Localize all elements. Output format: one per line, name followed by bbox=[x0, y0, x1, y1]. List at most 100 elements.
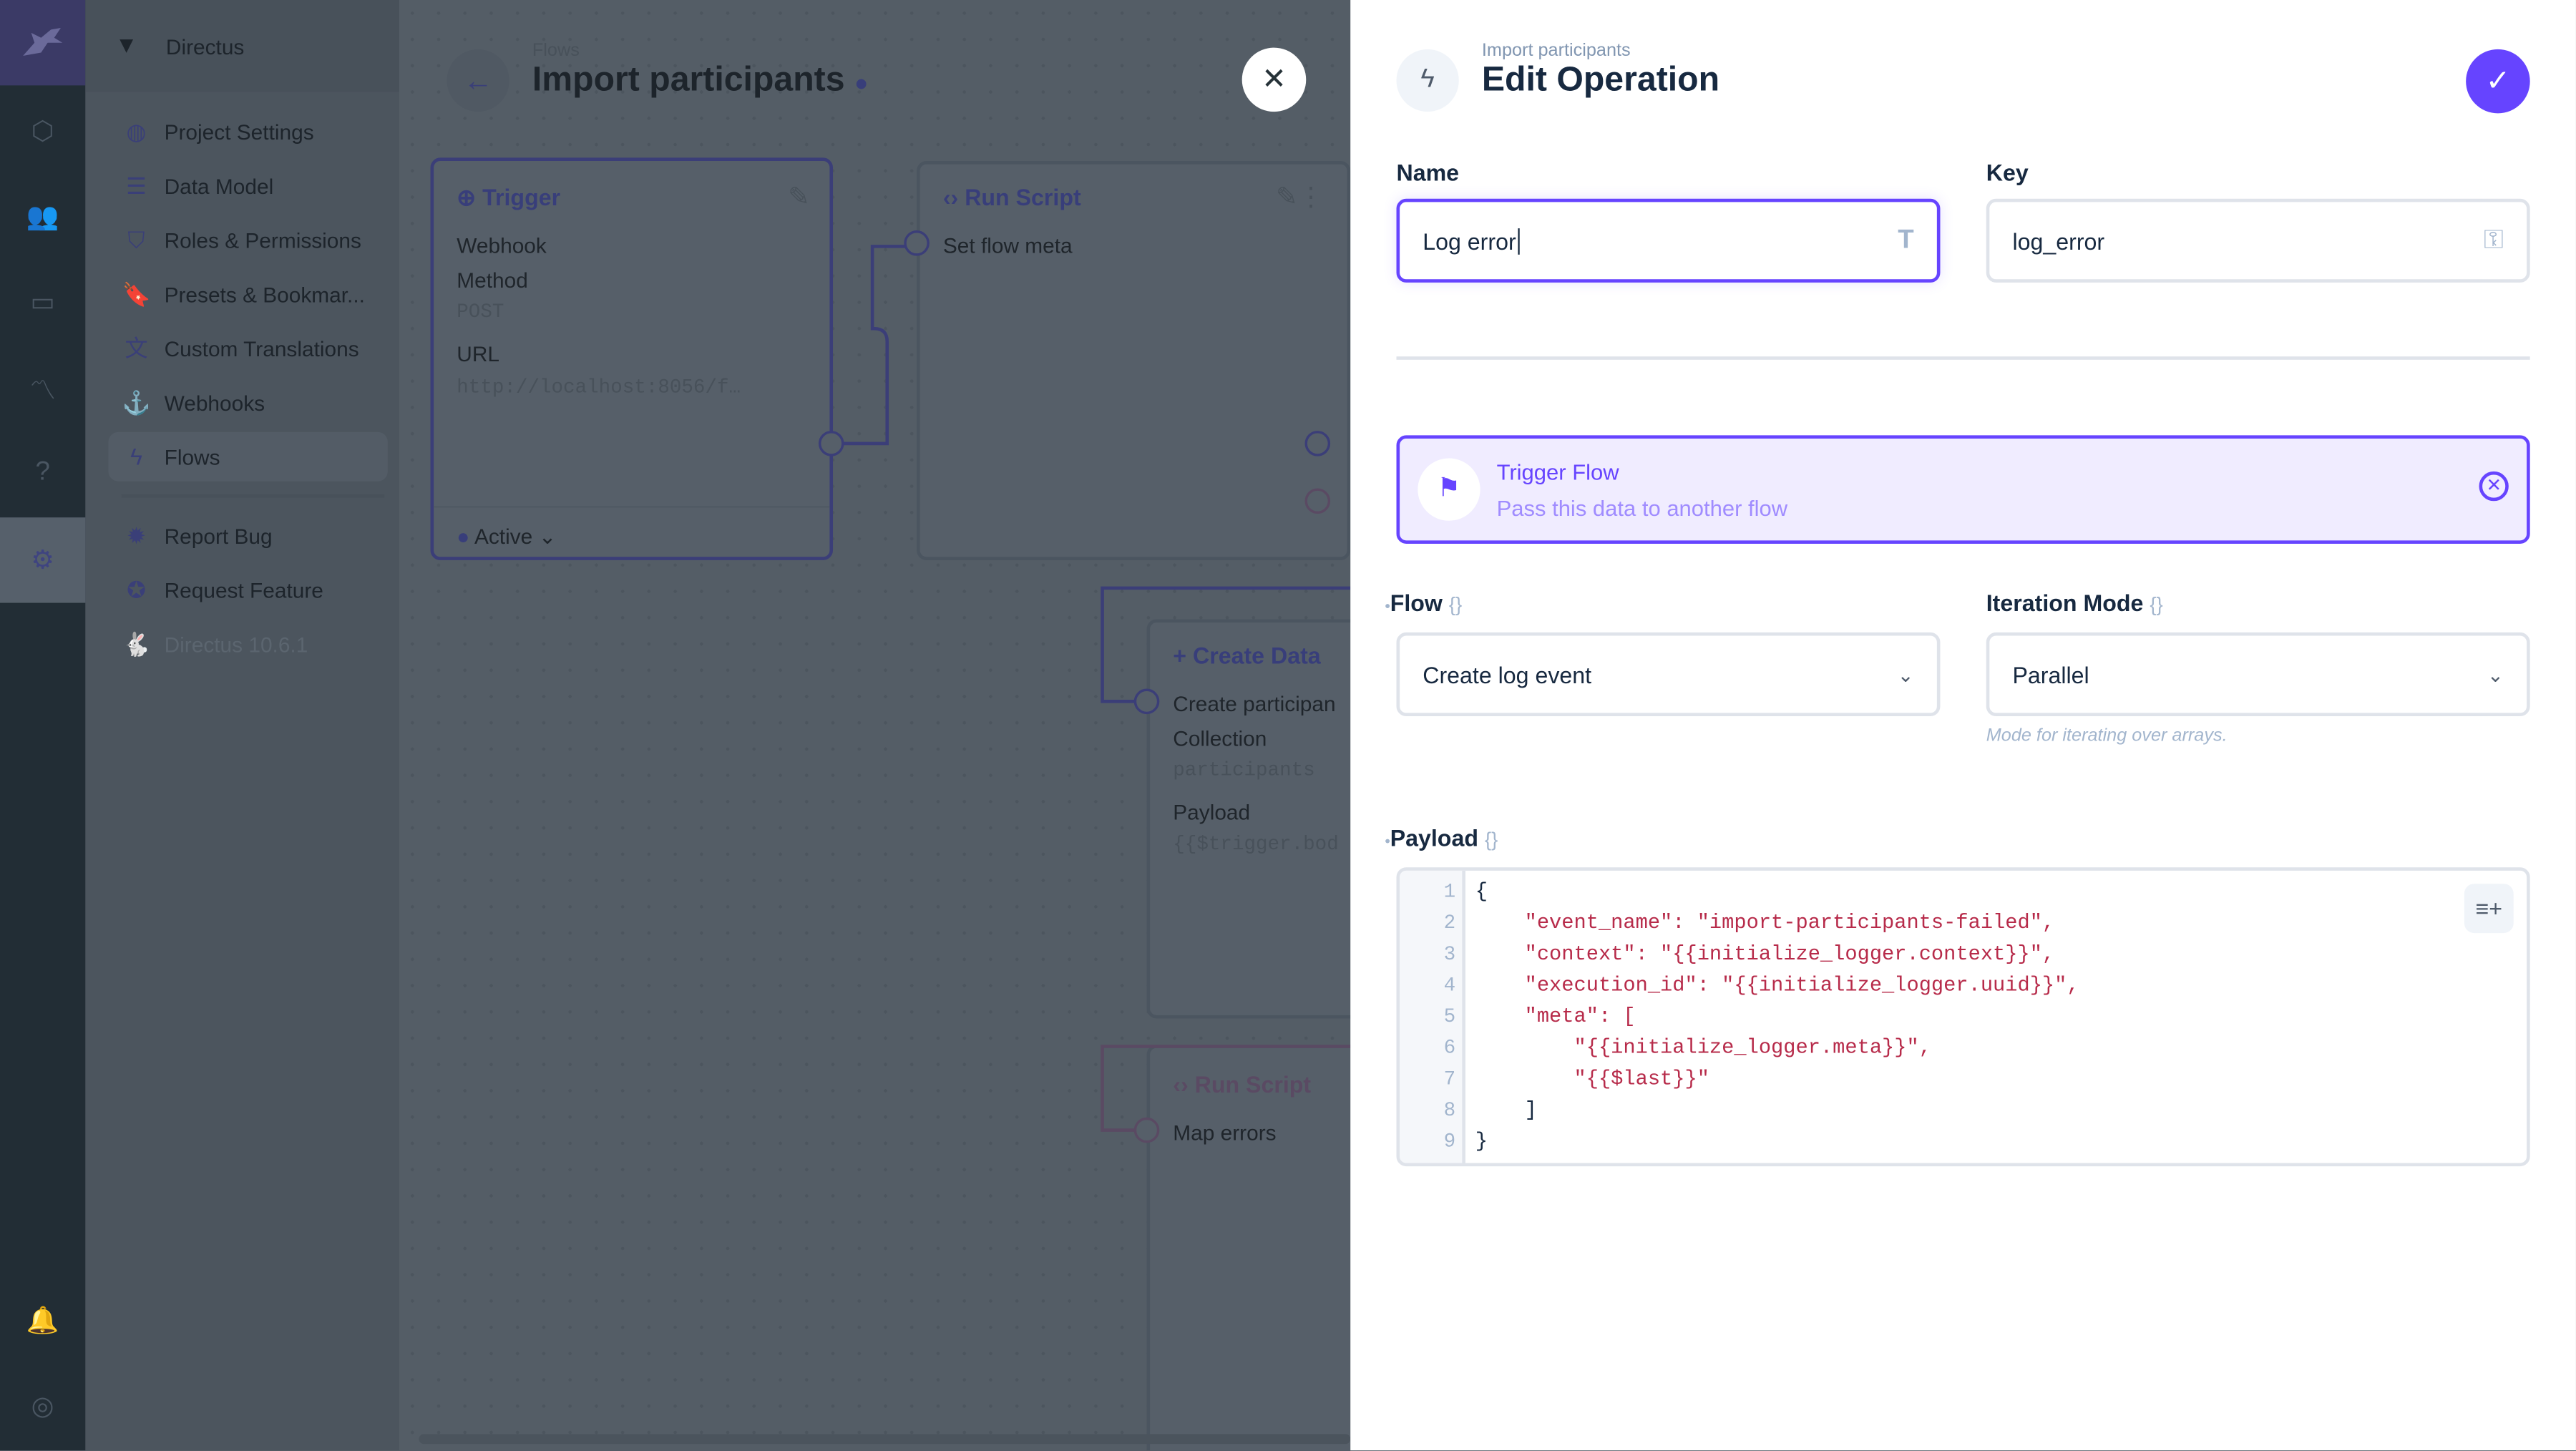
files-icon[interactable]: ▭ bbox=[30, 289, 56, 318]
anchor-icon: ⚓ bbox=[122, 388, 151, 415]
settings-icon[interactable]: ⚙ bbox=[0, 517, 86, 603]
nav-label: Flows bbox=[164, 444, 220, 469]
directus-logo[interactable] bbox=[0, 0, 86, 86]
line-number: 9 bbox=[1443, 1130, 1456, 1153]
line-number: 2 bbox=[1443, 912, 1456, 935]
chevron-down-icon: ⌄ bbox=[1897, 663, 1914, 686]
key-value: log_error bbox=[2012, 227, 2105, 254]
breadcrumb: Flows bbox=[532, 41, 580, 61]
verified-icon: ✪ bbox=[127, 575, 147, 602]
run-script-title: ‹› Run Script bbox=[942, 184, 1081, 210]
nav-item-request-feature[interactable]: ✪Request Feature bbox=[109, 565, 388, 615]
module-bar: ⬡ 👥 ▭ 〽 ? ⚙ 🔔 ◎ bbox=[0, 0, 86, 1451]
bug-icon: ✹ bbox=[127, 521, 147, 548]
operation-name: Map errors bbox=[1173, 1120, 1277, 1145]
drawer-title: Edit Operation bbox=[1481, 60, 1720, 99]
collection-value: participants bbox=[1173, 758, 1315, 782]
payload-value: {{$trigger.bod bbox=[1173, 833, 1339, 856]
line-gutter: 1 2 3 4 5 6 7 8 9 bbox=[1400, 870, 1465, 1163]
edit-icon[interactable]: ✎ bbox=[788, 184, 810, 212]
nav-item-webhooks[interactable]: ⚓ Webhooks bbox=[109, 378, 388, 427]
nav-item-presets[interactable]: 🔖Presets & Bookmar... bbox=[109, 270, 388, 319]
iteration-label: Iteration Mode {} bbox=[1986, 590, 2163, 616]
method-value: POST bbox=[457, 301, 504, 324]
project-header[interactable]: ▼ Directus bbox=[85, 0, 399, 92]
key-icon: ⚿ bbox=[2483, 225, 2504, 254]
method-label: Method bbox=[457, 268, 528, 293]
insert-variable-icon[interactable]: ≡+ bbox=[2464, 884, 2514, 934]
code-line: "meta": [ bbox=[1475, 1005, 1636, 1029]
line-number: 4 bbox=[1443, 974, 1456, 997]
line-number: 5 bbox=[1443, 1005, 1456, 1029]
raw-value-icon[interactable]: {} bbox=[2150, 592, 2163, 616]
url-label: URL bbox=[457, 341, 499, 366]
text-type-icon: T bbox=[1898, 225, 1914, 254]
trigger-card[interactable]: ⊕ Trigger ✎ Webhook Method POST URL http… bbox=[430, 157, 834, 560]
name-value: Log error bbox=[1423, 227, 1516, 254]
user-icon[interactable]: ◎ bbox=[31, 1392, 54, 1421]
notifications-icon[interactable]: 🔔 bbox=[26, 1307, 59, 1336]
payload-code-editor[interactable]: 1 2 3 4 5 6 7 8 9 { "event_name": "impor… bbox=[1396, 867, 2530, 1167]
flag-icon: ⚑ bbox=[1418, 458, 1480, 521]
nav-label: Roles & Permissions bbox=[164, 227, 361, 253]
users-icon[interactable]: 👥 bbox=[26, 203, 59, 232]
operation-type-card[interactable]: ⚑ Trigger Flow Pass this data to another… bbox=[1396, 435, 2530, 544]
text-cursor: ​ bbox=[1517, 227, 1520, 254]
connection-lines bbox=[419, 230, 1351, 1445]
divider bbox=[1396, 356, 2530, 360]
shield-icon: ⛉ bbox=[127, 225, 145, 253]
nav-label: Report Bug bbox=[164, 523, 273, 548]
close-drawer-button[interactable]: ✕ bbox=[1241, 47, 1307, 112]
trigger-title: ⊕ Trigger bbox=[457, 184, 561, 210]
nav-label: Custom Translations bbox=[164, 336, 359, 361]
unsaved-dot: ● bbox=[854, 69, 869, 96]
code-line: } bbox=[1475, 1130, 1488, 1153]
name-label: Name bbox=[1396, 159, 1460, 186]
operation-name: Create participan bbox=[1173, 691, 1336, 717]
edit-icon[interactable]: ✎ bbox=[1275, 184, 1298, 212]
divider bbox=[434, 506, 830, 508]
key-label: Key bbox=[1986, 159, 2029, 186]
key-input[interactable]: log_error ⚿ bbox=[1986, 198, 2530, 283]
back-button[interactable]: ← bbox=[447, 49, 509, 112]
help-icon[interactable]: ? bbox=[35, 458, 50, 487]
page-title: Import participants ● bbox=[532, 61, 869, 100]
nav-item-roles[interactable]: ⛉ Roles & Permissions bbox=[109, 215, 388, 265]
iteration-value: Parallel bbox=[2012, 661, 2089, 688]
flow-select[interactable]: Create log event ⌄ bbox=[1396, 632, 1941, 717]
nav-item-report-bug[interactable]: ✹ Report Bug bbox=[109, 511, 388, 560]
insights-icon[interactable]: 〽 bbox=[29, 378, 57, 406]
collection-label: Collection bbox=[1173, 726, 1267, 751]
content-icon[interactable]: ⬡ bbox=[31, 118, 54, 147]
nav-item-translations[interactable]: 文 Custom Translations bbox=[109, 323, 388, 373]
create-data-card[interactable]: + Create Data Create participan Collecti… bbox=[1146, 619, 1361, 1019]
payload-label: •Payload {} bbox=[1385, 824, 1498, 851]
status-toggle[interactable]: ● Active ⌄ bbox=[457, 524, 557, 549]
project-logo-icon: ▼ bbox=[114, 31, 138, 58]
run-script-card[interactable]: ‹› Run Script ✎ ⋮ Set flow meta bbox=[917, 160, 1351, 560]
translate-icon: 文 bbox=[125, 335, 148, 362]
nav-item-data-model[interactable]: ☰Data Model bbox=[109, 161, 388, 210]
flow-canvas[interactable]: ← Flows Import participants ● ✕ ⊕ Trigge… bbox=[399, 0, 1361, 1451]
version-label: Directus 10.6.1 bbox=[164, 631, 308, 657]
name-input[interactable]: Log error​ T bbox=[1396, 198, 1941, 283]
save-button[interactable]: ✓ bbox=[2466, 49, 2530, 114]
code-line: "context": "{{initialize_logger.context}… bbox=[1475, 942, 2055, 966]
url-value: http://localhost:8056/f… bbox=[457, 376, 741, 399]
bolt-icon: ϟ bbox=[1396, 49, 1459, 112]
nav-label: Webhooks bbox=[164, 390, 265, 415]
raw-value-icon[interactable]: {} bbox=[1484, 828, 1498, 851]
run-script-2-card[interactable]: ‹› Run Script Map errors bbox=[1146, 1045, 1361, 1451]
more-icon[interactable]: ⋮ bbox=[1297, 184, 1324, 212]
nav-item-project-settings[interactable]: ◍Project Settings bbox=[109, 107, 388, 156]
flow-value: Create log event bbox=[1423, 661, 1592, 688]
deselect-icon[interactable]: ✕ bbox=[2479, 471, 2509, 502]
iteration-select[interactable]: Parallel⌄ bbox=[1986, 632, 2530, 717]
divider bbox=[121, 494, 385, 498]
raw-value-icon[interactable]: {} bbox=[1448, 592, 1463, 616]
code-line: "{{$last}}" bbox=[1475, 1068, 1709, 1091]
code-line: "execution_id": "{{initialize_logger.uui… bbox=[1475, 974, 2079, 997]
code-line: "{{initialize_logger.meta}}", bbox=[1475, 1036, 1931, 1060]
